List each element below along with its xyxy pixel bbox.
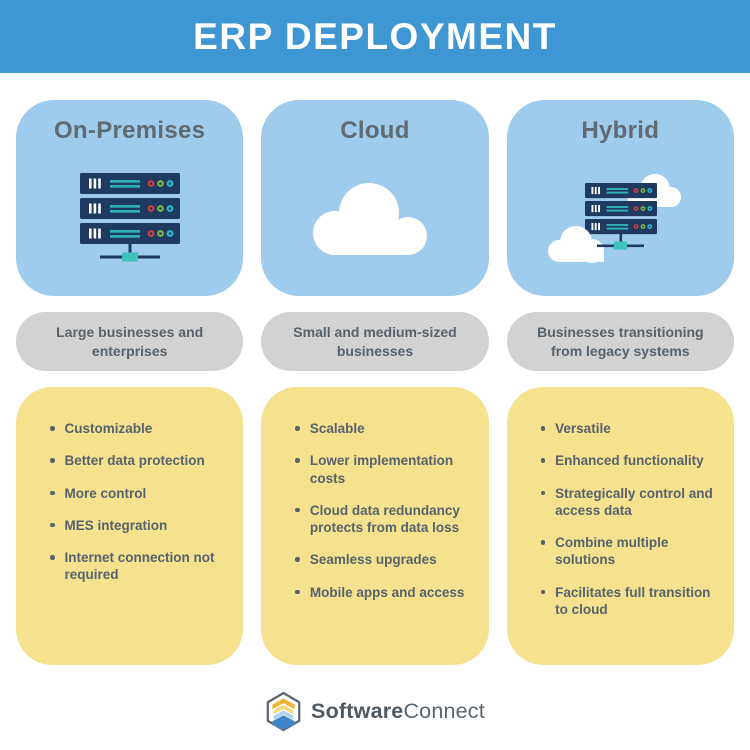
- icon-wrap: [16, 145, 243, 296]
- deployment-card-hybrid: Hybrid: [506, 100, 734, 296]
- page-title: ERP DEPLOYMENT: [193, 15, 557, 57]
- benefit-text: Enhanced functionality: [555, 453, 704, 469]
- icon-wrap: [507, 145, 734, 296]
- audience-pill: Small and medium-sized businesses: [261, 312, 489, 371]
- column-hybrid: Hybrid: [506, 100, 734, 665]
- benefit-text: Better data protection: [64, 453, 205, 469]
- bullet-dot: [540, 458, 546, 463]
- benefit-item: Versatile: [540, 420, 718, 437]
- audience-text: Large businesses and enterprises: [56, 324, 204, 359]
- benefit-item: Seamless upgrades: [295, 551, 472, 568]
- benefits-card: Customizable Better data protection More…: [16, 387, 244, 665]
- bullet-dot: [540, 589, 546, 595]
- card-title: Hybrid: [581, 117, 660, 144]
- bullet-dot: [295, 557, 300, 562]
- benefit-text: Customizable: [64, 421, 153, 436]
- benefits-list: Customizable Better data protection More…: [50, 420, 227, 584]
- bullet-dot: [50, 522, 55, 528]
- benefits-list: Versatile Enhanced functionality Strateg…: [540, 420, 718, 619]
- benefit-text: MES integration: [64, 517, 168, 533]
- brand-name: SoftwareConnect: [311, 699, 485, 724]
- cloud-icon: [312, 182, 427, 255]
- benefit-text: Mobile apps and access: [309, 584, 465, 600]
- brand-name-regular: Connect: [403, 699, 485, 723]
- benefit-text: Cloud data redundancy protects from data…: [309, 502, 460, 536]
- columns-container: On-Premises: [0, 73, 750, 665]
- bullet-dot: [540, 540, 546, 545]
- benefit-item: Lower implementation costs: [295, 452, 472, 487]
- cloud-server-hybrid-icon: [548, 173, 682, 263]
- header-banner: ERP DEPLOYMENT: [0, 0, 750, 73]
- benefit-item: MES integration: [50, 517, 227, 534]
- benefit-text: Seamless upgrades: [309, 552, 437, 568]
- bullet-dot: [50, 458, 55, 463]
- benefit-text: Scalable: [309, 421, 365, 436]
- benefit-text: Strategically control and access data: [555, 485, 713, 518]
- audience-text: Small and medium-sized businesses: [293, 324, 457, 359]
- card-title: On-Premises: [53, 117, 206, 144]
- benefit-item: Customizable: [50, 420, 227, 437]
- benefit-text: Versatile: [555, 421, 611, 436]
- benefit-item: Internet connection not required: [50, 549, 227, 584]
- bullet-dot: [295, 426, 300, 431]
- server-stack-icon: [79, 173, 180, 262]
- benefit-item: Scalable: [295, 420, 472, 437]
- brand-name-bold: Software: [311, 699, 404, 723]
- column-cloud: Cloud Small and medium-sized businesses: [261, 100, 489, 665]
- bullet-dot: [540, 490, 546, 496]
- bullet-dot: [295, 458, 300, 463]
- benefit-text: More control: [64, 485, 147, 501]
- benefit-text: Lower implementation costs: [309, 453, 454, 486]
- benefit-item: Mobile apps and access: [295, 584, 472, 601]
- benefit-text: Facilitates full transition to cloud: [555, 584, 711, 617]
- deployment-card-on-premises: On-Premises: [16, 100, 244, 296]
- benefit-item: More control: [50, 485, 227, 502]
- benefit-item: Better data protection: [50, 452, 227, 469]
- benefits-list: Scalable Lower implementation costs Clou…: [295, 420, 472, 601]
- benefit-item: Facilitates full transition to cloud: [540, 584, 718, 619]
- bullet-dot: [295, 589, 300, 595]
- icon-wrap: [261, 145, 488, 296]
- benefit-text: Combine multiple solutions: [555, 535, 669, 568]
- hexagon-layers-icon: [266, 691, 301, 732]
- audience-text: Businesses transitioning from legacy sys…: [537, 324, 704, 359]
- benefit-text: Internet connection not required: [64, 550, 215, 583]
- audience-pill: Businesses transitioning from legacy sys…: [506, 312, 734, 371]
- deployment-card-cloud: Cloud: [261, 100, 489, 296]
- benefits-card: Versatile Enhanced functionality Strateg…: [506, 387, 734, 665]
- bullet-dot: [50, 426, 55, 431]
- bullet-dot: [50, 555, 55, 560]
- column-on-premises: On-Premises: [16, 100, 244, 665]
- bullet-dot: [295, 507, 300, 513]
- footer-logo: SoftwareConnect: [0, 691, 750, 732]
- benefit-item: Strategically control and access data: [540, 485, 718, 520]
- benefit-item: Combine multiple solutions: [540, 534, 718, 569]
- benefit-item: Enhanced functionality: [540, 452, 718, 469]
- audience-pill: Large businesses and enterprises: [16, 312, 244, 371]
- card-title: Cloud: [340, 117, 410, 144]
- bullet-dot: [540, 426, 546, 431]
- bullet-dot: [50, 490, 55, 496]
- benefit-item: Cloud data redundancy protects from data…: [295, 502, 472, 537]
- benefits-card: Scalable Lower implementation costs Clou…: [261, 387, 489, 665]
